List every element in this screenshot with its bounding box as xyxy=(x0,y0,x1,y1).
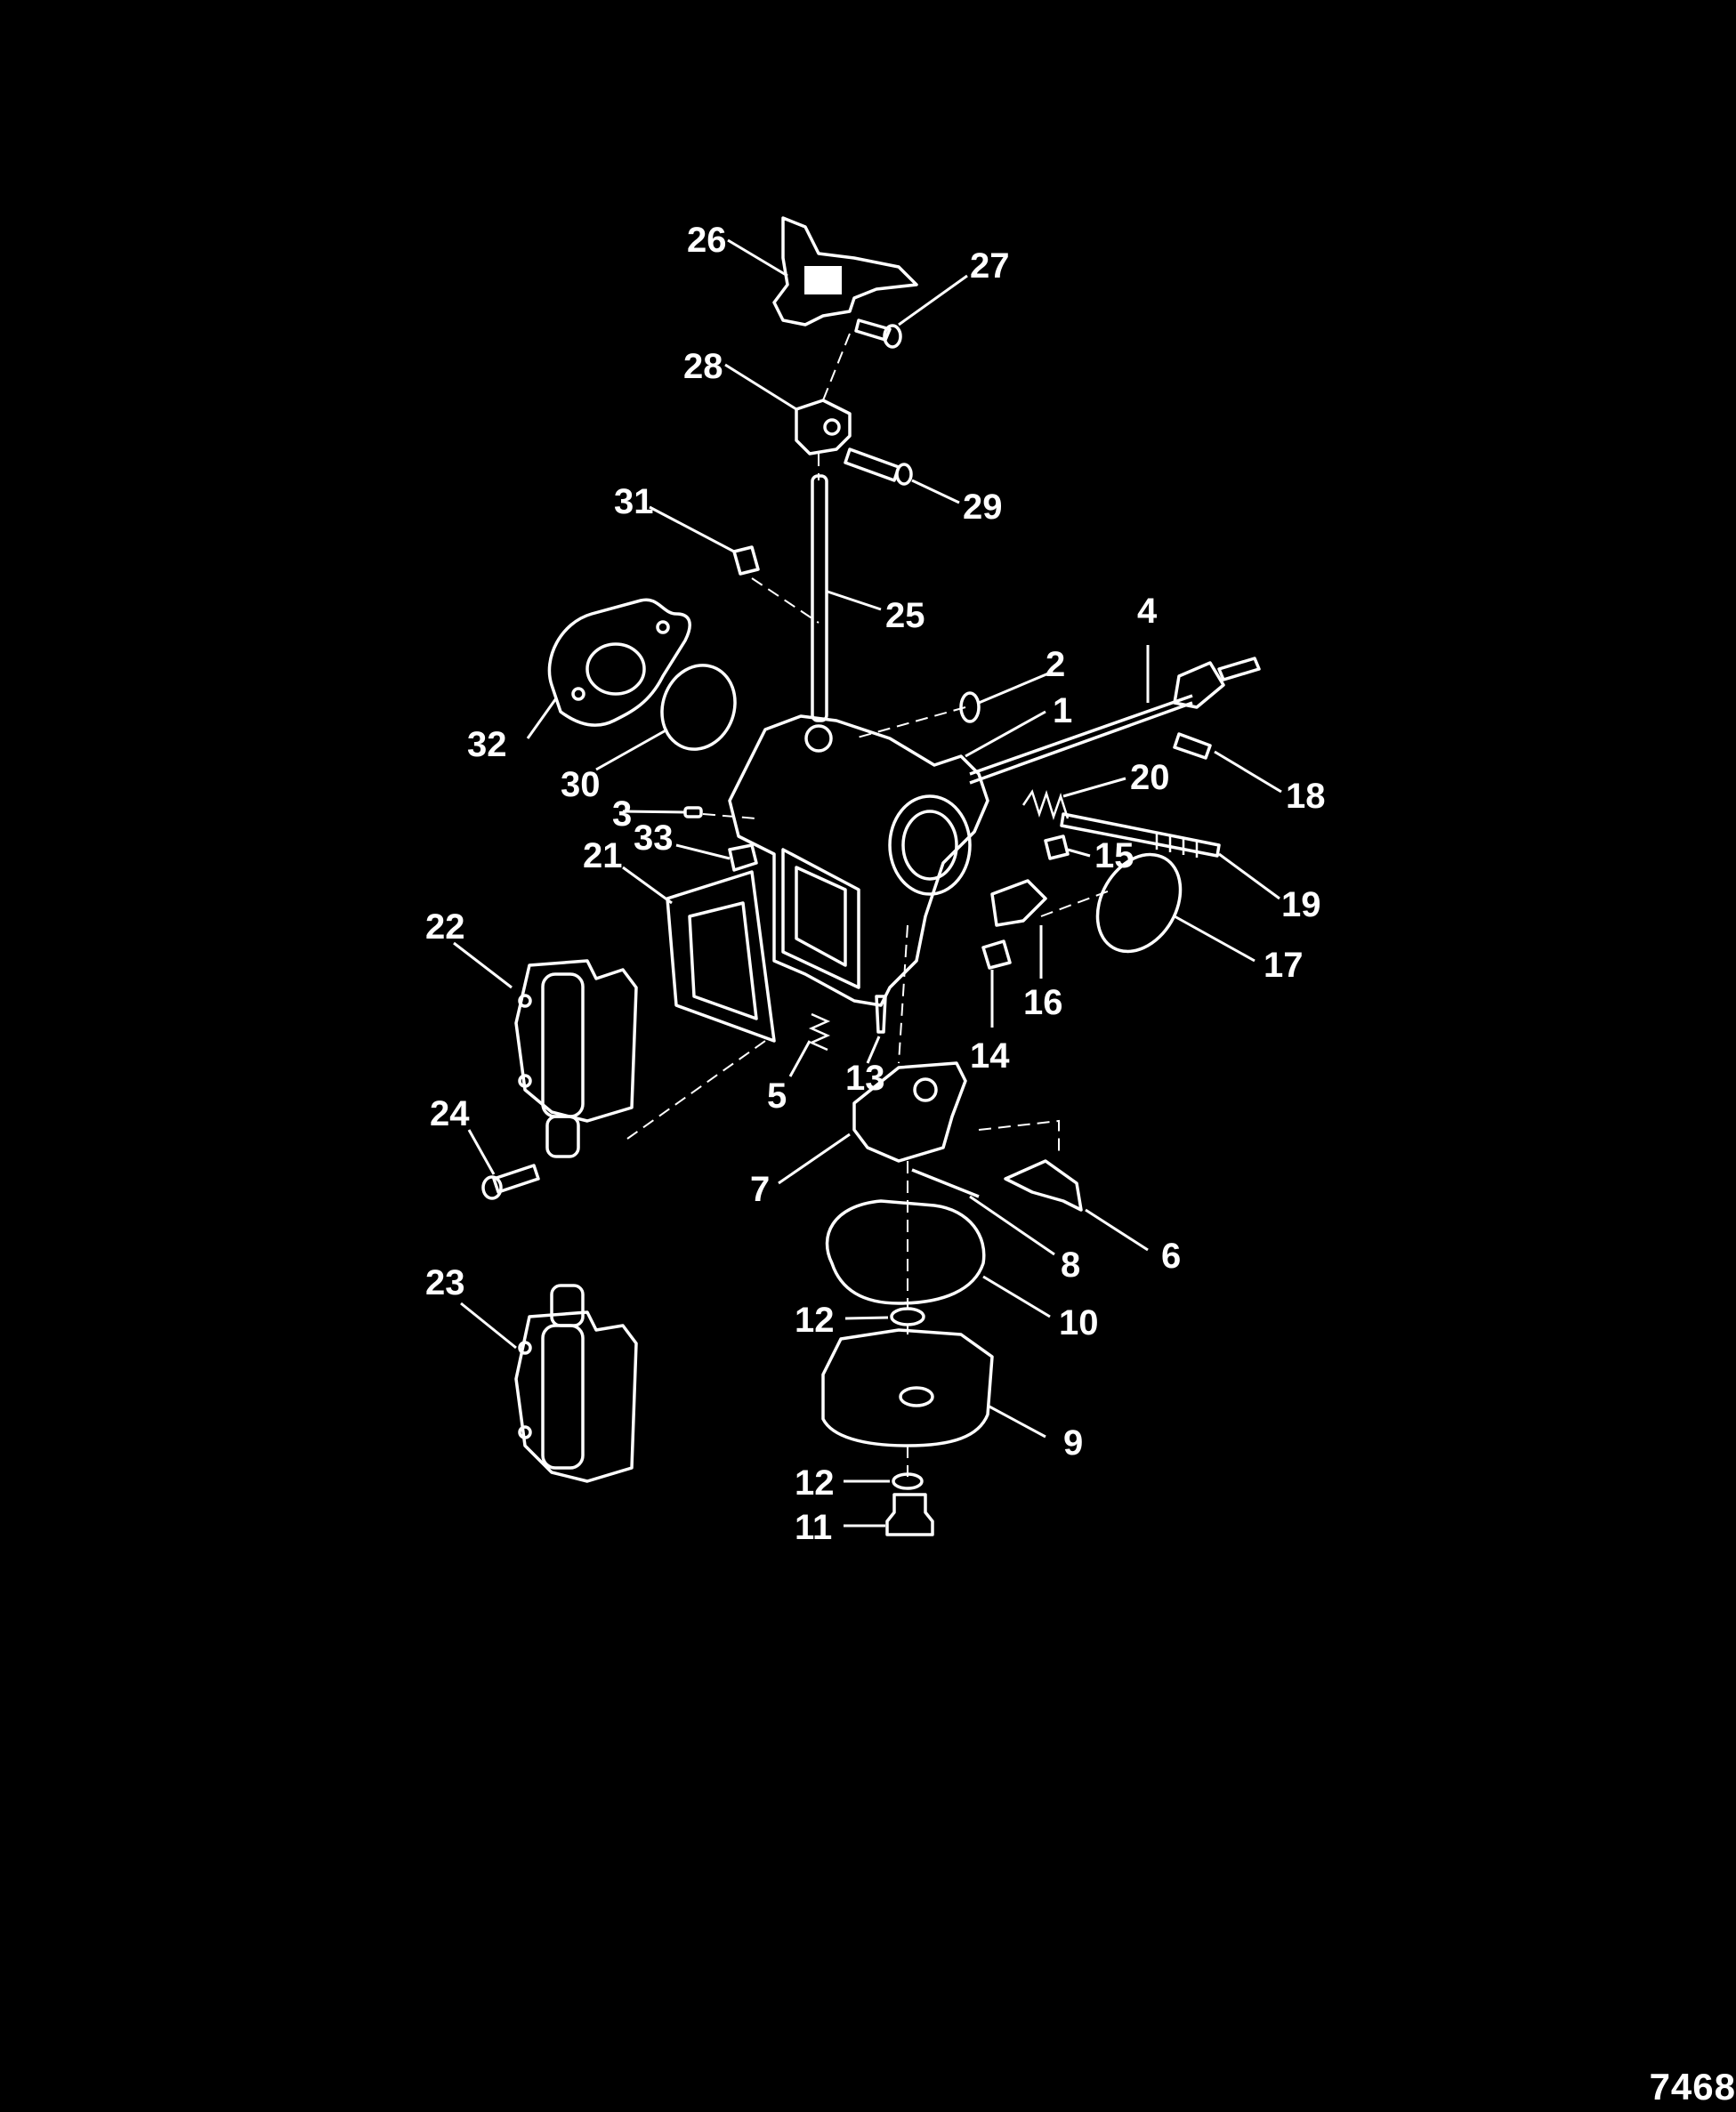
part-19-idle-screw xyxy=(1060,812,1221,858)
part-5-spring xyxy=(808,1012,831,1052)
part-1-body xyxy=(728,714,989,1007)
part-29-screw xyxy=(844,447,913,486)
callout-1: 1 xyxy=(1053,691,1072,730)
callout-7: 7 xyxy=(750,1170,770,1209)
part-24-screw xyxy=(481,1164,540,1200)
part-6-baffle xyxy=(1004,1159,1083,1212)
callout-6: 6 xyxy=(1161,1237,1181,1276)
part-18-screw xyxy=(1173,732,1212,760)
callout-20: 20 xyxy=(1130,758,1170,797)
callout-24: 24 xyxy=(430,1094,470,1133)
part-23-fuel-pump xyxy=(514,1284,638,1483)
part-17-plate xyxy=(1095,852,1183,954)
part-20-spring xyxy=(1021,789,1070,821)
part-7-float xyxy=(852,1061,967,1163)
part-16-clip xyxy=(990,879,1047,927)
part-21-gasket xyxy=(666,870,776,1043)
callout-labels: 1 2 3 4 5 6 7 8 9 10 11 12 12 13 14 15 1… xyxy=(425,221,1326,1547)
callout-23: 23 xyxy=(425,1263,465,1302)
part-11-drain-screw xyxy=(885,1493,934,1536)
part-15-screw xyxy=(1044,834,1070,860)
part-8-pin xyxy=(911,1168,980,1198)
callout-3: 3 xyxy=(612,794,632,834)
callout-8: 8 xyxy=(1061,1245,1080,1285)
callout-15: 15 xyxy=(1094,836,1134,875)
part-30-screen xyxy=(660,664,737,751)
part-27-screw xyxy=(854,318,902,349)
callout-17: 17 xyxy=(1264,946,1304,985)
part-12-washer-upper xyxy=(890,1307,925,1326)
part-32-gasket xyxy=(547,598,691,727)
part-25-shaft xyxy=(811,474,828,722)
callout-18: 18 xyxy=(1286,777,1326,816)
callout-12-upper: 12 xyxy=(795,1301,835,1340)
callout-16: 16 xyxy=(1023,983,1063,1022)
callout-25: 25 xyxy=(885,596,925,635)
part-3-pin xyxy=(683,806,703,818)
callout-4: 4 xyxy=(1137,592,1158,631)
part-2-washer xyxy=(959,691,981,723)
callout-26: 26 xyxy=(687,221,727,260)
part-33-jet xyxy=(728,843,758,872)
figure-number: 7468 xyxy=(1649,2066,1736,2108)
callout-28: 28 xyxy=(683,347,723,386)
callout-31: 31 xyxy=(614,482,654,521)
assembly-dashed-lines xyxy=(626,333,1113,1477)
callout-21: 21 xyxy=(583,836,623,875)
callout-30: 30 xyxy=(561,765,601,804)
callout-27: 27 xyxy=(970,246,1010,286)
part-13-needle xyxy=(875,995,887,1034)
callout-14: 14 xyxy=(970,1036,1010,1076)
callout-5: 5 xyxy=(767,1076,787,1116)
part-26-lever xyxy=(772,216,918,326)
part-31-plug xyxy=(732,545,760,576)
callout-2: 2 xyxy=(1046,645,1065,684)
callout-9: 9 xyxy=(1063,1423,1083,1463)
callout-33: 33 xyxy=(634,818,674,858)
part-4-shaft xyxy=(969,657,1261,785)
part-22-fuel-pump xyxy=(514,959,638,1158)
callout-29: 29 xyxy=(963,488,1003,527)
part-28-block xyxy=(795,399,852,455)
part-9-bowl xyxy=(821,1328,994,1447)
callout-19: 19 xyxy=(1281,885,1321,924)
part-10-gasket xyxy=(825,1199,986,1305)
callout-11: 11 xyxy=(795,1508,832,1547)
callout-32: 32 xyxy=(467,725,507,764)
part-14-screw xyxy=(981,939,1012,970)
callout-12-lower: 12 xyxy=(795,1463,835,1503)
callout-22: 22 xyxy=(425,907,465,947)
leader-lines xyxy=(453,238,1282,1528)
callout-13: 13 xyxy=(845,1059,885,1098)
callout-10: 10 xyxy=(1059,1303,1099,1342)
